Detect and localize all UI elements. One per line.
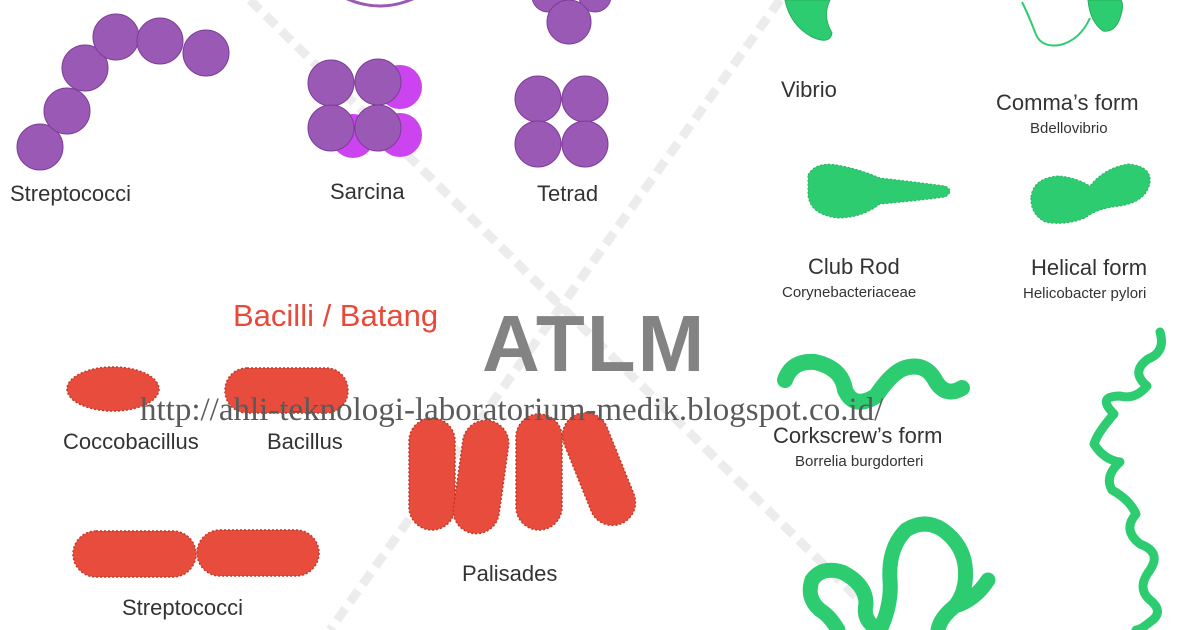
- label-corkscrews-form: Corkscrew’s form: [773, 423, 943, 448]
- sarcina-shape: [307, 58, 422, 158]
- corkscrew-form-shape: [777, 353, 970, 410]
- label-bacillus: Bacillus: [267, 429, 343, 454]
- label-vibrio: Vibrio: [781, 77, 837, 102]
- label-corynebacteriaceae: Corynebacteriaceae: [782, 284, 917, 301]
- label-streptococci-bacilli: Streptococci: [122, 595, 244, 620]
- vibrio-shape: [784, 0, 833, 41]
- coccobacillus-shape: [66, 366, 160, 412]
- label-commas-form: Comma’s form: [996, 90, 1139, 115]
- label-sarcina: Sarcina: [330, 179, 405, 204]
- label-helicobacter-pylori: Helicobacter pylori: [1023, 285, 1147, 302]
- label-bdellovibrio: Bdellovibrio: [1030, 120, 1108, 137]
- borrelia-spiral-shape: [1089, 327, 1166, 630]
- label-streptococci-cocci: Streptococci: [10, 181, 132, 206]
- watermark-diagonals: [246, 0, 894, 630]
- label-helical-form: Helical form: [1031, 255, 1148, 280]
- label-club-rod: Club Rod: [808, 254, 900, 279]
- label-borrelia-burgdorferi: Borrelia burgdorteri: [795, 453, 924, 470]
- streptobacilli-shape: [72, 529, 320, 578]
- bacillus-shape: [224, 367, 349, 414]
- top-partial-cocci: [345, 0, 612, 45]
- watermark-url: http://ahli-teknologi-laboratorium-medik…: [140, 392, 884, 428]
- commas-form-shape: [1021, 0, 1123, 47]
- label-palisades: Palisades: [462, 561, 558, 586]
- club-rod-shape: [807, 163, 951, 219]
- label-coccobacillus: Coccobacillus: [63, 429, 199, 454]
- tetrad-shape: [514, 75, 609, 168]
- large-spiral-shape: [802, 516, 996, 630]
- palisades-shape: [408, 411, 637, 535]
- streptococci-cocci-shape: [16, 13, 230, 171]
- bacilli-heading: Bacilli / Batang: [233, 298, 439, 333]
- helical-form-shape: [1030, 163, 1151, 224]
- label-tetrad: Tetrad: [537, 181, 599, 206]
- watermark-title: ATLM: [482, 299, 707, 388]
